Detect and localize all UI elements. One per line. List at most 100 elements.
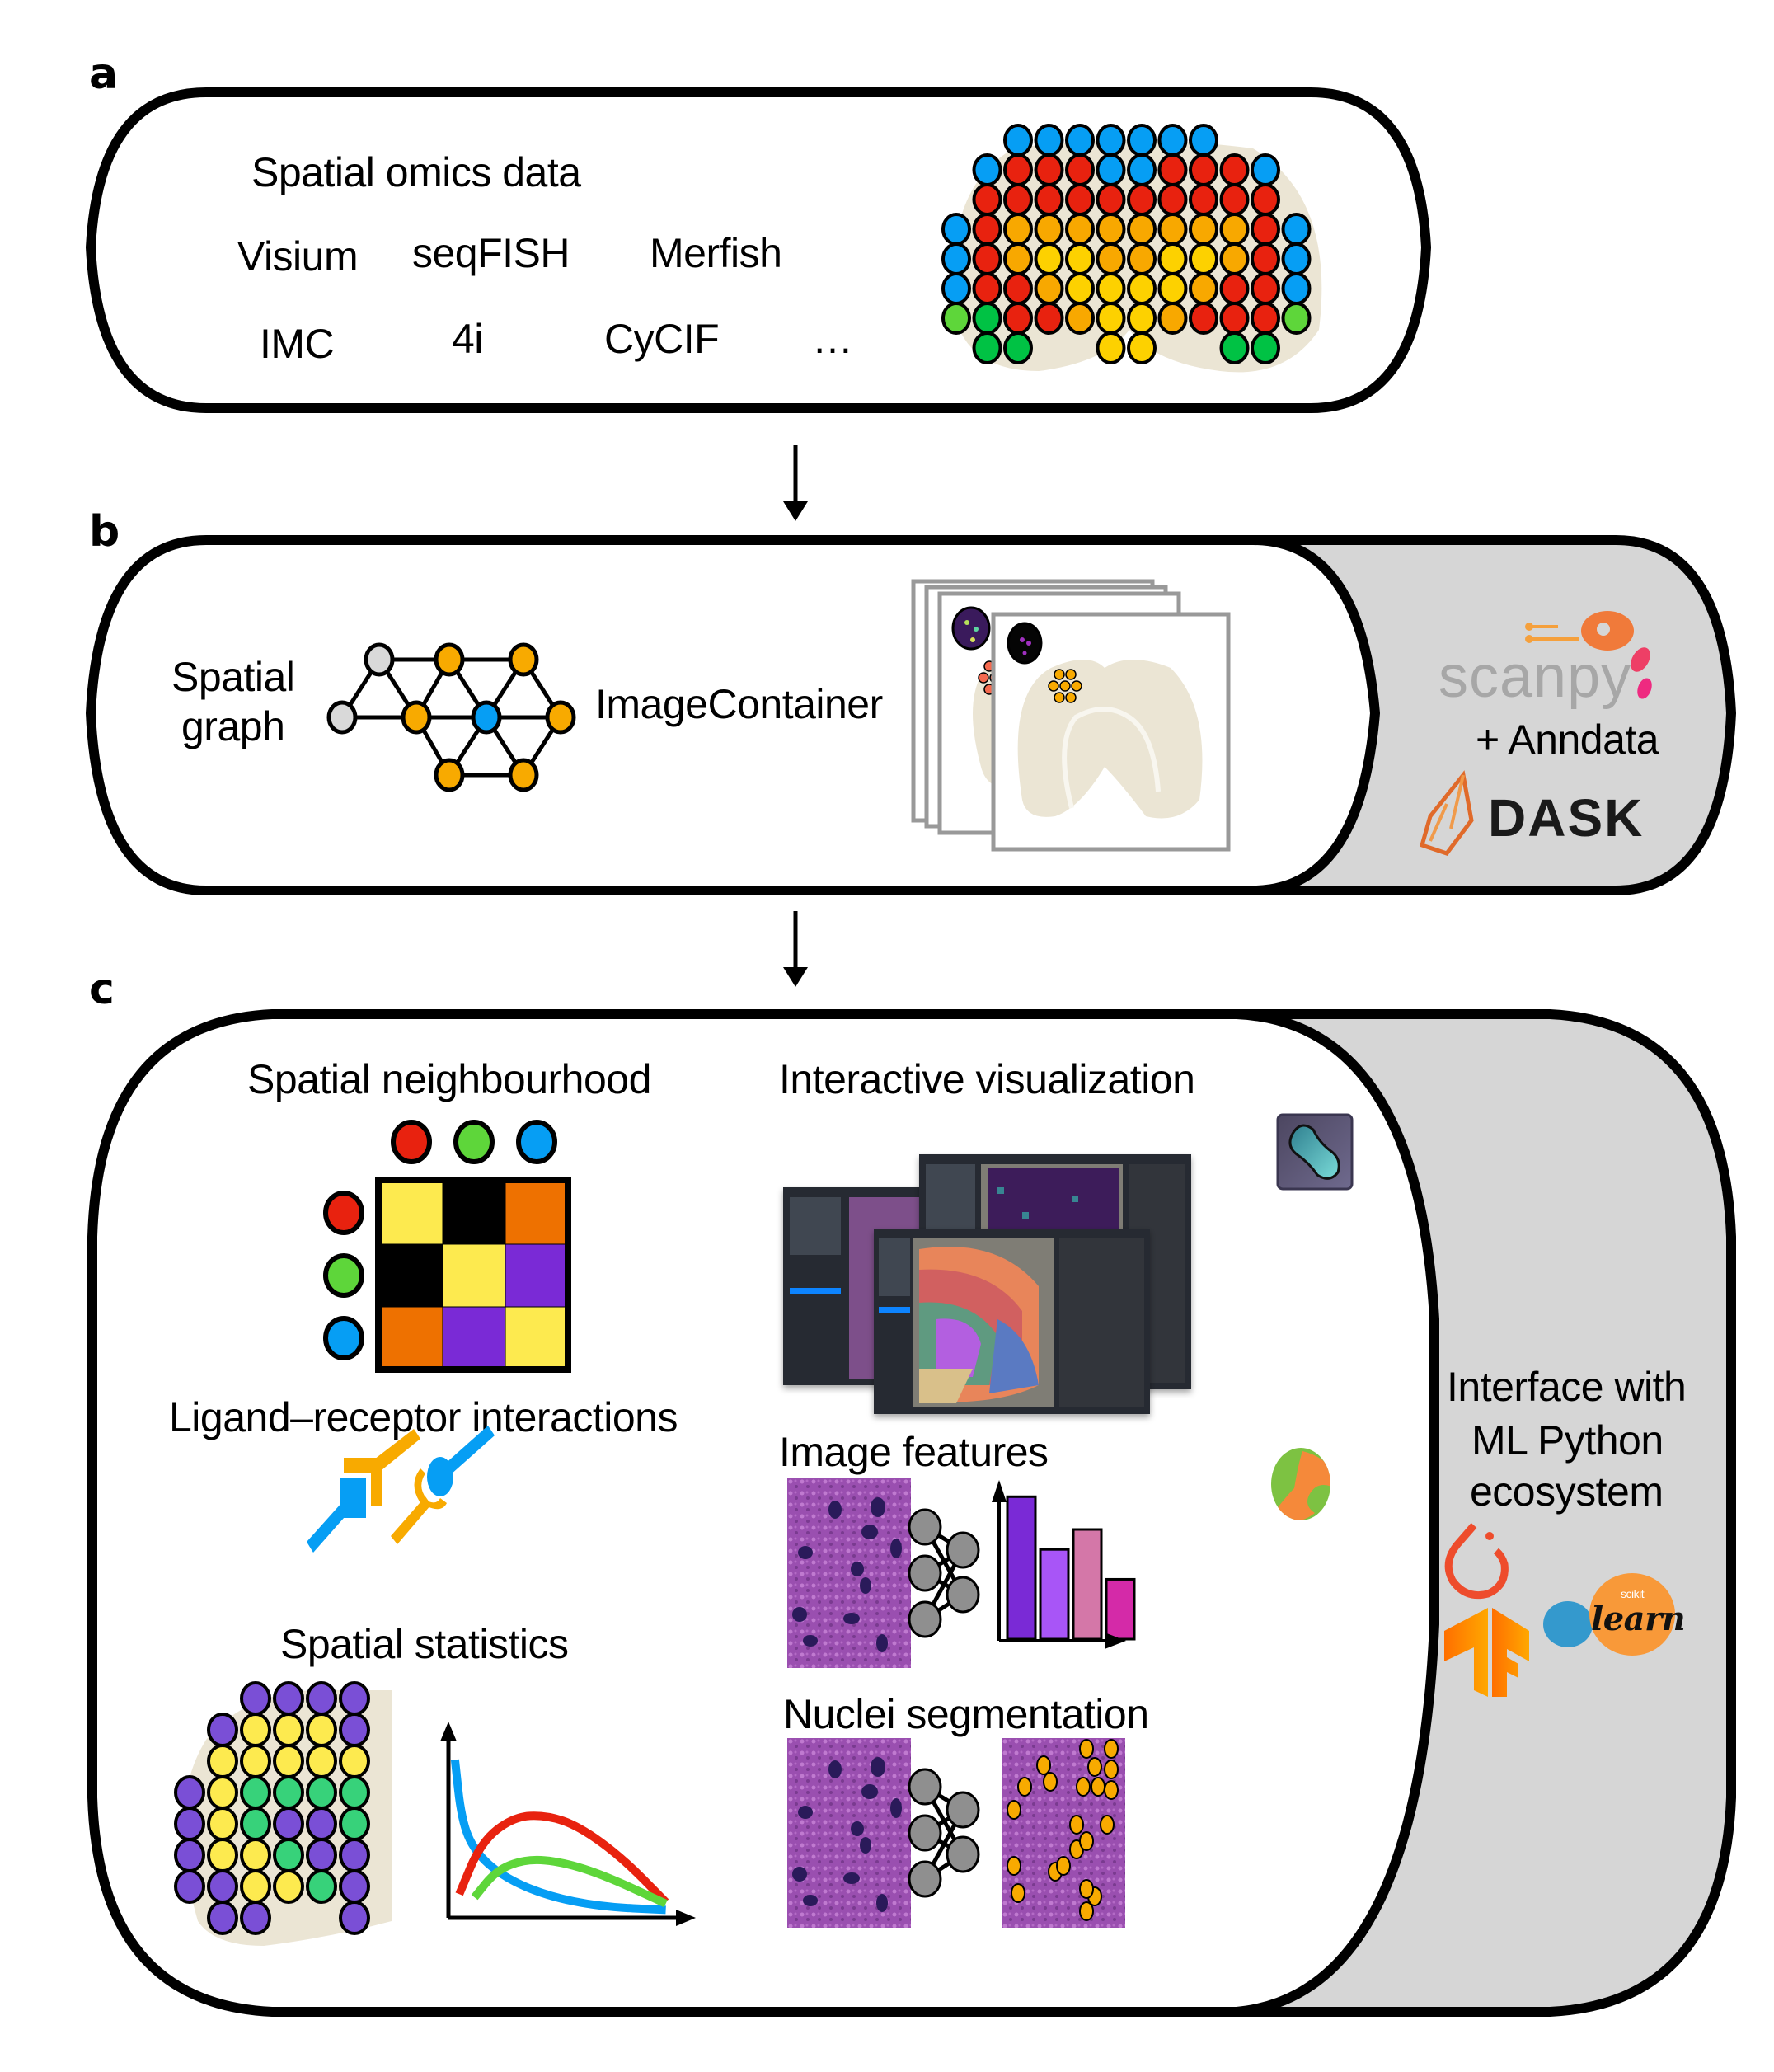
spot <box>1054 669 1065 680</box>
spatial-spot <box>240 1838 271 1872</box>
visium-spot <box>1157 302 1188 335</box>
spatial-spot <box>306 1807 337 1841</box>
matrix-cell <box>379 1181 444 1245</box>
tech-cycif: CyCIF <box>604 316 720 362</box>
spatial-spot <box>273 1838 304 1872</box>
image-features-title: Image features <box>779 1429 1049 1475</box>
dask-logo-icon <box>1419 770 1474 856</box>
squidpy-logo-icon <box>1271 1448 1330 1520</box>
nucleus <box>1069 1815 1084 1835</box>
panel-b-letter: b <box>89 507 120 557</box>
graph-node <box>508 642 539 677</box>
he-tissue-image-raw <box>787 1738 911 1928</box>
panel-a-letter: a <box>89 49 119 99</box>
neural-network-icon <box>908 1768 980 1898</box>
image-container-stack <box>911 579 1231 852</box>
nucleus <box>1104 1739 1119 1759</box>
graph-node <box>434 642 465 677</box>
series-line-green <box>471 1855 668 1908</box>
spatial-spot <box>273 1713 304 1747</box>
spatial-statistics-spot-grid <box>174 1681 392 1946</box>
spatial-spot <box>207 1713 238 1747</box>
spatial-spot <box>207 1838 238 1872</box>
nucleus <box>1100 1815 1115 1835</box>
spatial-spot <box>339 1744 370 1778</box>
feature-bar <box>1039 1548 1070 1641</box>
ligand-receptor-icon <box>307 1426 495 1553</box>
matrix-cell <box>505 1306 569 1370</box>
ml-interface-line3: ecosystem <box>1470 1468 1664 1515</box>
spatial-spot <box>174 1869 205 1904</box>
spatial-omics-title: Spatial omics data <box>251 149 581 195</box>
visium-spot <box>1127 331 1157 364</box>
nucleus <box>1011 1883 1025 1903</box>
spot <box>1048 680 1059 692</box>
spatial-graph-label-line2: graph <box>181 703 285 749</box>
dask-logo-text: DASK <box>1488 788 1645 848</box>
spatial-spot <box>207 1744 238 1778</box>
series-line-red <box>455 1811 669 1905</box>
nucleus <box>1104 1780 1119 1800</box>
nucleus <box>1087 1757 1102 1777</box>
nucleus <box>1017 1777 1032 1797</box>
spatial-spot <box>207 1775 238 1810</box>
spatial-spot <box>273 1775 304 1810</box>
visium-spot <box>1096 331 1126 364</box>
spatial-spot <box>240 1775 271 1810</box>
spatial-spot <box>339 1775 370 1810</box>
graph-node <box>401 700 432 735</box>
spatial-spot <box>339 1869 370 1904</box>
matrix-cell <box>379 1243 444 1308</box>
ml-interface-line1: Interface with <box>1447 1364 1687 1410</box>
matrix-cell <box>442 1243 506 1308</box>
spatial-spot <box>240 1713 271 1747</box>
matrix-cell <box>505 1181 569 1245</box>
spot <box>978 672 989 684</box>
visium-spot <box>1251 331 1280 364</box>
spatial-spot <box>306 1775 337 1810</box>
feature-bar <box>1006 1495 1037 1641</box>
nucleus <box>1079 1879 1094 1899</box>
nucleus <box>1079 1739 1094 1759</box>
cluster-dot-column <box>516 1120 557 1164</box>
ligand-receptor-title: Ligand–receptor interactions <box>169 1394 678 1440</box>
nucleus <box>1007 1856 1021 1876</box>
spatial-spot <box>174 1838 205 1872</box>
nucleus <box>1043 1772 1058 1792</box>
tensorflow-logo-icon <box>1444 1608 1529 1697</box>
graph-node <box>508 758 539 792</box>
spatial-statistics-title: Spatial statistics <box>280 1621 569 1667</box>
nucleus <box>1007 1800 1021 1820</box>
arrow-b-to-c <box>783 911 808 987</box>
spatial-spot <box>273 1744 304 1778</box>
visium-spot <box>1281 302 1312 335</box>
spatial-spot <box>306 1681 337 1716</box>
spatial-spot <box>306 1838 337 1872</box>
spatial-spot <box>339 1713 370 1747</box>
spatial-spot <box>339 1681 370 1716</box>
graph-node <box>434 758 465 792</box>
napari-screenshots <box>783 1154 1191 1414</box>
spatial-spot <box>339 1807 370 1841</box>
spatial-graph-label-line1: Spatial <box>171 654 295 700</box>
scikit-learn-small-text: scikit <box>1621 1587 1645 1600</box>
spot <box>1065 692 1077 703</box>
scanpy-logo-icon <box>1525 611 1652 699</box>
feature-bar <box>1105 1577 1136 1641</box>
cluster-dot-column <box>453 1120 495 1164</box>
cluster-dot-row <box>323 1253 364 1298</box>
spatial-neighbourhood-title: Spatial neighbourhood <box>247 1056 651 1102</box>
neighbourhood-enrichment-matrix <box>323 1120 571 1373</box>
cluster-dot-row <box>323 1316 364 1360</box>
visium-spot <box>972 331 1002 364</box>
neural-network-icon <box>908 1508 980 1638</box>
series-line-blue <box>450 1759 666 1915</box>
tech-imc: IMC <box>260 321 335 367</box>
spatial-spot <box>240 1901 271 1935</box>
spatial-spot <box>240 1744 271 1778</box>
scikit-learn-logo-icon <box>1543 1573 1675 1656</box>
he-tissue-image <box>787 1478 911 1668</box>
nucleus <box>1104 1760 1119 1779</box>
cluster-dot-row <box>323 1191 364 1235</box>
cluster-dot-column <box>391 1120 432 1164</box>
